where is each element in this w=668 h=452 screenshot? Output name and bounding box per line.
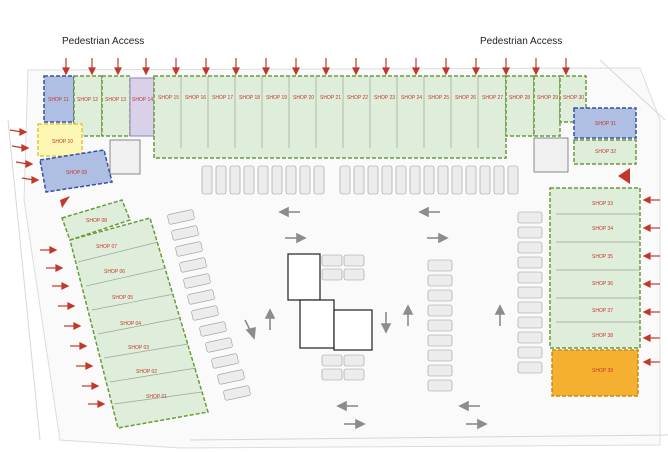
central-building-left [299, 299, 335, 349]
shop-09-unit [39, 149, 113, 193]
shop-label: SHOP 19 [266, 95, 287, 101]
pedestrian-arrows-west [9, 128, 106, 408]
shop-11-unit [43, 75, 75, 123]
shop-28-unit [505, 75, 535, 137]
east-block [549, 187, 641, 349]
shops-15-27-strip [153, 75, 507, 159]
shop-label: SHOP 37 [592, 308, 613, 314]
shop-label: SHOP 24 [401, 95, 422, 101]
pedestrian-arrows-east [642, 196, 660, 366]
shop-label: SHOP 39 [592, 368, 613, 374]
parking-west-row [167, 209, 251, 401]
shop-label: SHOP 28 [509, 95, 530, 101]
shop-label: SHOP 09 [66, 170, 87, 176]
pedestrian-access-label-left: Pedestrian Access [62, 36, 145, 47]
shop-label: SHOP 10 [52, 139, 73, 145]
shop-label: SHOP 20 [293, 95, 314, 101]
shop-dividers [180, 76, 479, 148]
parking-center [321, 254, 453, 392]
shop-08-unit [61, 199, 131, 241]
road-line [189, 434, 668, 441]
shop-label: SHOP 31 [595, 121, 616, 127]
shop-label: SHOP 36 [592, 281, 613, 287]
road-line [599, 59, 666, 121]
shop-label: SHOP 11 [48, 97, 69, 103]
shop-label: SHOP 05 [112, 295, 133, 301]
central-building-top [287, 253, 321, 301]
shop-label: SHOP 34 [592, 226, 613, 232]
shop-label: SHOP 16 [185, 95, 206, 101]
shop-label: SHOP 07 [96, 244, 117, 250]
shop-31-unit [573, 107, 637, 139]
shop-label: SHOP 14 [132, 97, 153, 103]
parking-east-row [517, 211, 543, 374]
shop-label: SHOP 08 [86, 218, 107, 224]
shop-label: SHOP 32 [595, 149, 616, 155]
shop-label: SHOP 35 [592, 254, 613, 260]
shop-label: SHOP 29 [537, 95, 558, 101]
central-building-right [333, 309, 373, 351]
shop-labels: SHOP 11 SHOP 12 SHOP 13 SHOP 14 SHOP 15 … [48, 95, 616, 400]
entry-marker-east [618, 168, 630, 184]
shop-label: SHOP 01 [146, 394, 167, 400]
road-line [7, 119, 41, 441]
shop-label: SHOP 22 [347, 95, 368, 101]
shop-label: SHOP 13 [105, 97, 126, 103]
shop-label: SHOP 21 [320, 95, 341, 101]
shop-label: SHOP 03 [128, 345, 149, 351]
core-east [533, 137, 569, 173]
shop-label: SHOP 04 [120, 321, 141, 327]
west-wing-dividers [77, 241, 203, 405]
west-wing-shops [69, 217, 209, 429]
top-shop-strip [43, 75, 587, 159]
shop-29-unit [533, 75, 561, 137]
shop-label: SHOP 17 [212, 95, 233, 101]
pedestrian-arrows-top [62, 58, 570, 76]
shop-label: SHOP 25 [428, 95, 449, 101]
shop-14-unit [129, 77, 155, 137]
parking-top-row [201, 165, 519, 195]
shop-label: SHOP 23 [374, 95, 395, 101]
pedestrian-access-label-right: Pedestrian Access [480, 36, 563, 47]
shop-13-unit [101, 75, 131, 137]
shop-label: SHOP 18 [239, 95, 260, 101]
entry-marker-west [60, 196, 70, 208]
shop-label: SHOP 12 [77, 97, 98, 103]
shop-label: SHOP 26 [455, 95, 476, 101]
east-block-dividers [556, 213, 640, 323]
shop-label: SHOP 15 [158, 95, 179, 101]
core-west [109, 139, 141, 175]
shop-label: SHOP 38 [592, 333, 613, 339]
shop-label: SHOP 06 [104, 269, 125, 275]
shop-label: SHOP 27 [482, 95, 503, 101]
shop-32-unit [573, 139, 637, 165]
shop-label: SHOP 33 [592, 201, 613, 207]
shop-10-unit [37, 123, 83, 157]
shop-label: SHOP 30 [563, 95, 584, 101]
traffic-arrows [244, 206, 506, 430]
shop-label: SHOP 02 [136, 369, 157, 375]
shop-39-unit [551, 349, 639, 397]
